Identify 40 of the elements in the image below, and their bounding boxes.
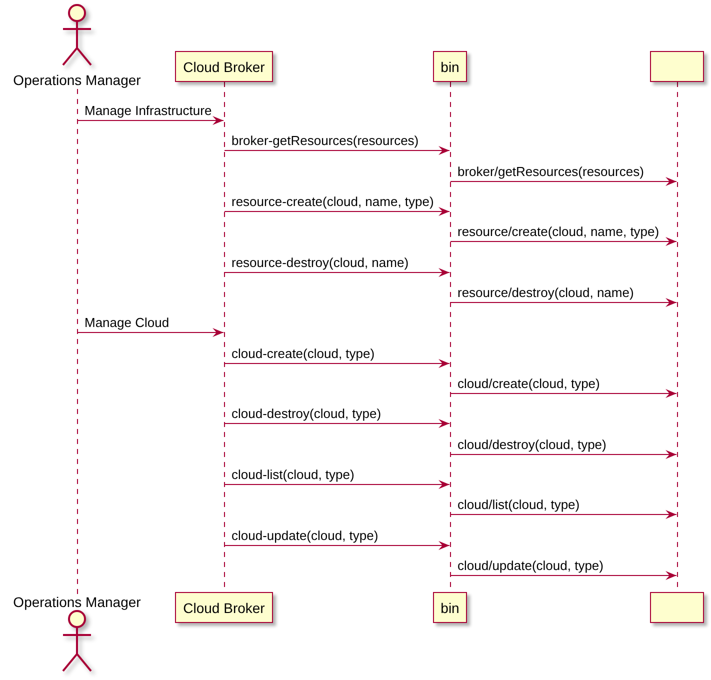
message-arrow [450, 450, 677, 459]
message-label: resource-destroy(cloud, name) [232, 255, 409, 270]
message-arrow [224, 359, 450, 368]
message-arrow [224, 207, 450, 216]
message-arrow [224, 480, 450, 489]
message-label: cloud/list(cloud, type) [458, 497, 580, 512]
actor-name: Operations Manager [13, 594, 141, 610]
participant-box [650, 51, 704, 82]
message-arrow [224, 268, 450, 277]
message-label: cloud/create(cloud, type) [458, 376, 600, 391]
message-label: cloud-create(cloud, type) [232, 346, 375, 361]
message-arrow [224, 419, 450, 428]
message-arrow [224, 146, 450, 155]
message-arrow [450, 389, 677, 398]
message-arrow [450, 510, 677, 519]
message-arrow [77, 328, 224, 337]
participant-box: Cloud Broker [175, 51, 273, 82]
message-label: broker-getResources(resources) [232, 133, 419, 148]
lifeline [76, 89, 78, 594]
message-arrow [450, 298, 677, 307]
message-label: Manage Infrastructure [84, 103, 212, 118]
message-label: Manage Cloud [84, 315, 170, 330]
participant-box: Cloud Broker [175, 592, 273, 623]
actor-name: Operations Manager [13, 72, 141, 88]
message-label: cloud-destroy(cloud, type) [232, 406, 382, 421]
participant-box: bin [433, 51, 467, 82]
message-arrow [450, 237, 677, 246]
message-label: cloud-update(cloud, type) [232, 528, 378, 543]
participant-box: bin [433, 592, 467, 623]
message-label: cloud-list(cloud, type) [232, 467, 354, 482]
message-label: cloud/destroy(cloud, type) [458, 437, 606, 452]
message-label: cloud/update(cloud, type) [458, 558, 604, 573]
message-arrow [450, 571, 677, 580]
message-label: resource/create(cloud, name, type) [458, 224, 660, 239]
message-label: broker/getResources(resources) [458, 164, 644, 179]
message-label: resource-create(cloud, name, type) [232, 194, 434, 209]
participant-box [650, 592, 704, 623]
message-arrow [450, 177, 677, 186]
message-arrow [77, 116, 224, 125]
message-label: resource/destroy(cloud, name) [458, 285, 634, 300]
